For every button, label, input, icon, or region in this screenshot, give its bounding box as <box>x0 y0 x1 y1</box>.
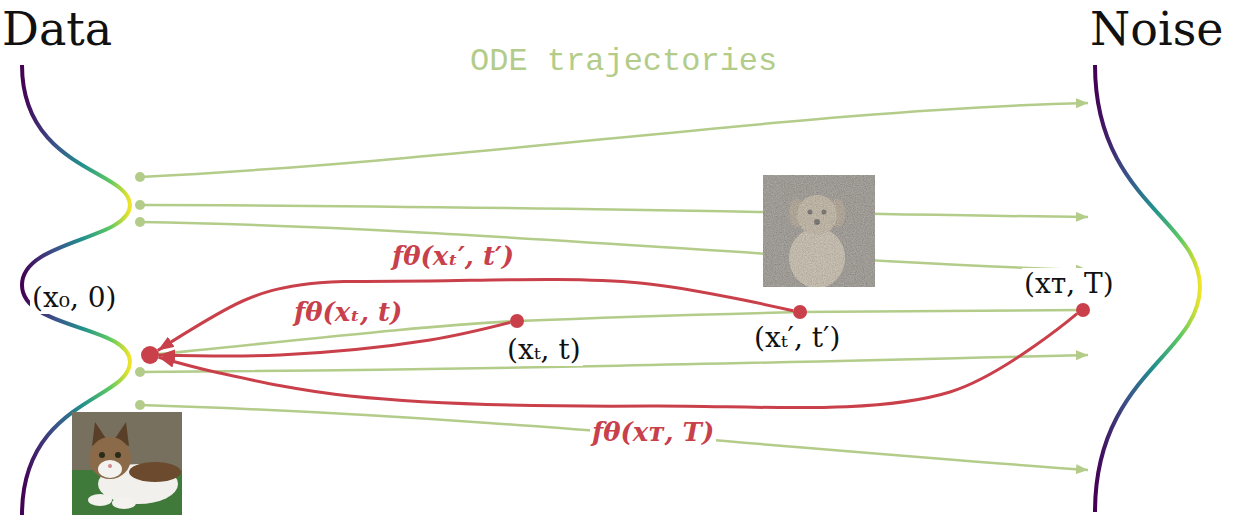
trajectory-start-dot <box>135 217 145 227</box>
cat-eye <box>99 452 105 458</box>
trajectory-start-dot <box>135 200 145 210</box>
ode-trajectory <box>140 222 1088 270</box>
ode-trajectory <box>140 205 1088 217</box>
trajectory-caption: ODE trajectories <box>470 44 777 79</box>
ode-trajectory <box>150 310 1083 355</box>
point-label: (xᴛ, T) <box>1022 268 1116 300</box>
trajectory-start-dot <box>135 367 145 377</box>
cat-back <box>129 462 181 482</box>
ode-trajectory <box>140 355 1088 372</box>
axis-title: Data <box>2 4 112 55</box>
cat-eye <box>115 452 121 458</box>
noise-grain <box>763 175 875 287</box>
trajectory-point: (xₜ′, t′) <box>793 305 807 319</box>
trajectory-start-dot <box>135 172 145 182</box>
cat-paw <box>112 497 136 509</box>
axis-title: Noise <box>1090 4 1224 55</box>
ode-trajectory <box>140 103 1088 177</box>
point-label: (xₜ′, t′) <box>752 322 842 354</box>
trajectory-point: (xₜ, t) <box>510 314 524 328</box>
trajectory-point: (xᴛ, T) <box>1076 303 1090 317</box>
trajectory-point: (x₀, 0) <box>141 346 159 364</box>
function-label: fθ(xᴛ, T) <box>590 418 716 448</box>
cat-photo <box>72 412 182 515</box>
cat-muzzle <box>98 460 122 478</box>
cat-paw <box>88 494 112 506</box>
point-label: (x₀, 0) <box>30 282 118 314</box>
function-label: fθ(xₜ, t) <box>292 298 404 328</box>
ode-trajectory <box>140 405 1088 470</box>
noisy-dog-photo <box>763 175 875 287</box>
consistency-arrow <box>158 279 793 350</box>
function-label: fθ(xₜ′, t′) <box>390 242 516 272</box>
trajectory-start-dot <box>135 400 145 410</box>
cat-head <box>89 437 131 479</box>
photo-background <box>763 175 875 287</box>
point-label: (xₜ, t) <box>505 334 583 366</box>
cat-nose <box>108 464 112 468</box>
